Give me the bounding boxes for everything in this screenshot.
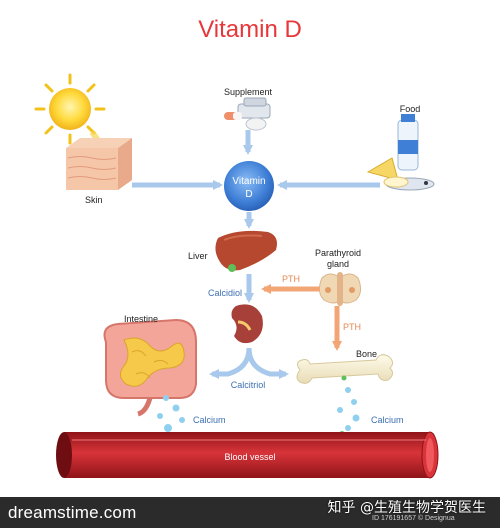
bone-icon — [296, 354, 394, 384]
sun-icon — [34, 73, 106, 148]
calcidiol-label: Calcidiol — [208, 288, 242, 298]
calcitriol-arrows — [209, 347, 289, 379]
skin-label: Skin — [85, 195, 103, 205]
pth-arrows — [261, 284, 342, 351]
supplement-pills-icon — [224, 97, 271, 131]
calcium-right-label: Calcium — [371, 415, 404, 425]
parathyroid-gland-icon — [318, 272, 362, 306]
intestine-label: Intestine — [124, 314, 158, 324]
kidney-icon — [231, 304, 263, 344]
vitamin-d-node: Vitamin D — [224, 161, 274, 211]
food-label: Food — [400, 104, 421, 114]
calcium-left-label: Calcium — [193, 415, 226, 425]
bone-label: Bone — [356, 349, 377, 359]
liver-icon — [215, 230, 277, 272]
arrows-to-vitamin-d — [132, 130, 380, 190]
parathyroid-label-line1: Parathyroid — [315, 248, 361, 258]
parathyroid-label-line2: gland — [327, 259, 349, 269]
intestine-icon — [103, 318, 197, 417]
dreamstime-brand: dreamstime.com — [8, 503, 137, 522]
calcitriol-label: Calcitriol — [231, 380, 266, 390]
blood-vessel — [56, 431, 439, 479]
footer-band — [0, 497, 500, 528]
blood-vessel-label: Blood vessel — [224, 452, 275, 462]
vitamin-d-line2: D — [245, 189, 252, 200]
zhihu-watermark: 知乎 @生殖生物学贺医生 — [327, 500, 486, 516]
page-title: Vitamin D — [198, 16, 302, 43]
vitamin-d-line1: Vitamin — [232, 176, 265, 187]
skin-illustration — [66, 138, 132, 190]
pth-label-side: PTH — [343, 322, 361, 332]
pth-label-top: PTH — [282, 274, 300, 284]
food-icon — [366, 114, 435, 191]
supplement-label: Supplement — [224, 87, 273, 97]
liver-label: Liver — [188, 251, 208, 261]
image-id-text: ID 176191657 © Designua — [372, 515, 455, 522]
